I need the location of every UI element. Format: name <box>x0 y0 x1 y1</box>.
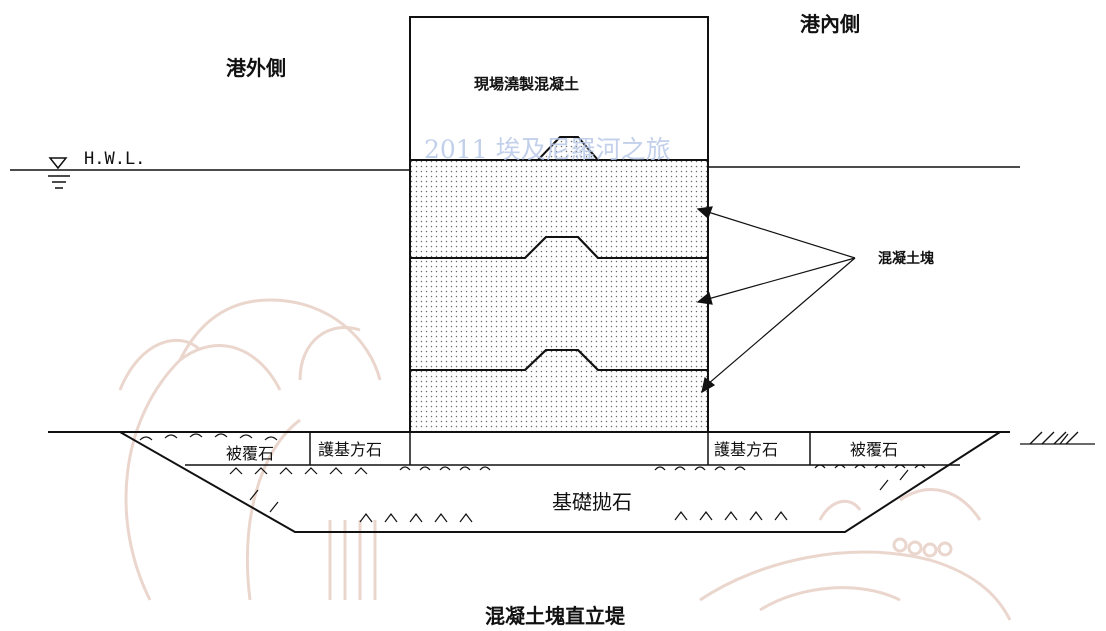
block-leader-lines <box>696 206 856 394</box>
seabed-hatch-icon <box>1020 431 1095 445</box>
watermark-text: 2011 埃及尼羅河之旅 <box>424 135 671 164</box>
concrete-blocks <box>409 136 709 433</box>
toe-protection-right-label: 護基方石 <box>714 440 779 459</box>
arrow-head-icon <box>701 376 716 394</box>
cast-in-place-concrete-label: 現場澆製混凝土 <box>474 75 580 93</box>
background-watermark-art <box>118 298 1012 621</box>
concrete-blocks-label: 混凝土塊 <box>878 251 934 267</box>
arrow-head-icon <box>696 291 713 305</box>
seaward-side-label: 港外側 <box>226 56 286 80</box>
concrete-block-3 <box>409 349 709 433</box>
water-level-label: H.W.L. <box>84 149 146 169</box>
foundation-rubble-mound <box>119 431 1001 533</box>
water-level-symbol-icon <box>48 157 70 189</box>
cast-in-place-concrete-cap <box>409 16 709 161</box>
armor-stone-left-label: 被覆石 <box>226 444 275 463</box>
toe-protection-left-label: 護基方石 <box>318 440 383 459</box>
diagram-caption: 混凝土塊直立堤 <box>485 604 625 628</box>
harbor-side-label: 港內側 <box>800 12 860 36</box>
foundation-rubble-label: 基礎拋石 <box>552 490 632 514</box>
armor-stone-right-label: 被覆石 <box>850 440 899 459</box>
arrow-head-icon <box>696 206 713 220</box>
rubble-texture <box>139 433 926 523</box>
